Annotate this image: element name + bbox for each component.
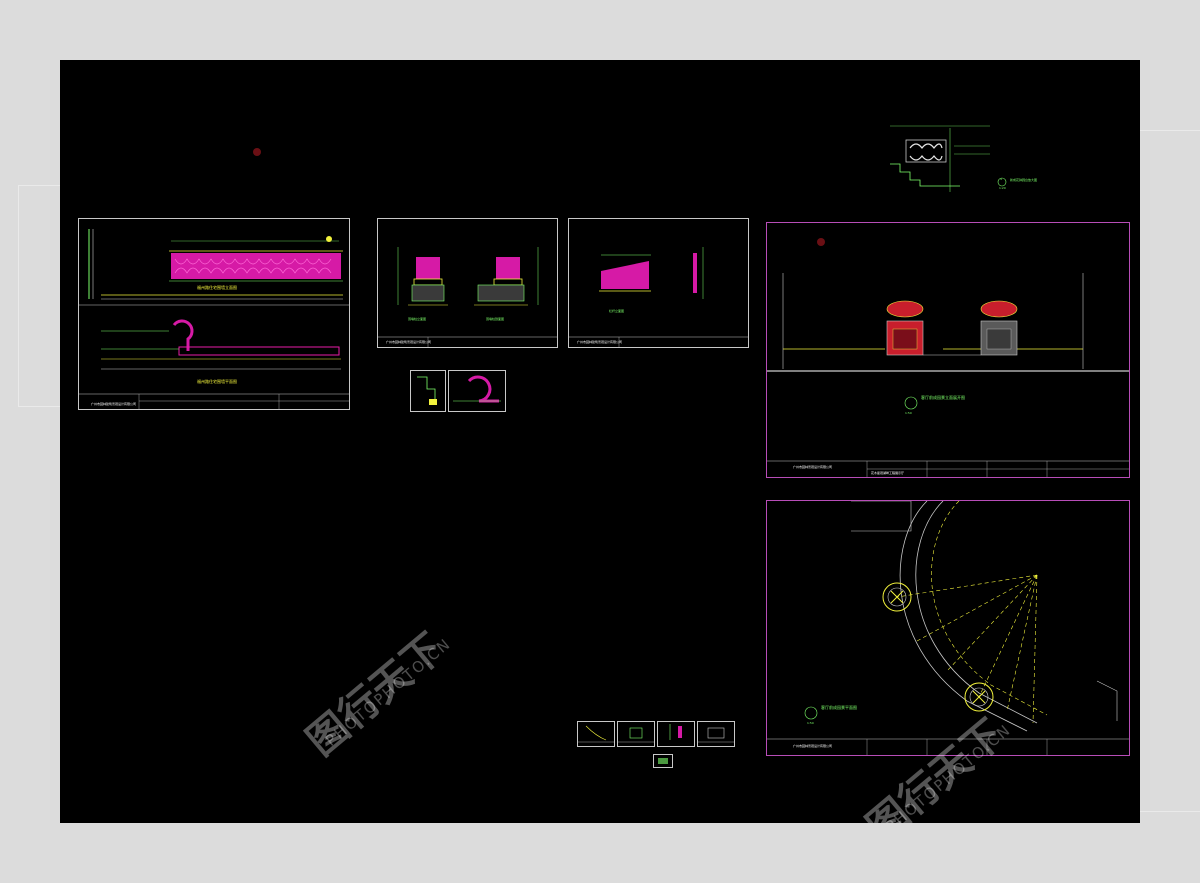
sheet4-company: 广州市园林景观设计有限公司 (793, 465, 833, 469)
sheet1-title-bottom: 福州路住宅围墙平面图 (197, 379, 237, 384)
sheet4-scale: 1:50 (905, 411, 912, 415)
layout-thumbnail-3[interactable] (657, 721, 695, 747)
sheet-living-room-plan[interactable]: 客厅前成园景平面图 1:50 广州市园林景观设计有限公司 (766, 500, 1130, 756)
detail-top-number: 4 (1000, 177, 1002, 181)
cad-drawing-canvas[interactable]: 福州路住宅围墙立面图 福州路住宅围墙平面图 广州市园林建筑景观设计有限公司 围墙… (60, 60, 1140, 823)
sheet2-drawing (378, 247, 557, 347)
sheet2-title-right: 围墙柱剖面图 (486, 317, 505, 321)
layout-thumbnail-2[interactable] (617, 721, 655, 747)
sheet-living-room-elevation[interactable]: 客厅前成园景立面展开图 1:50 广州市园林景观设计有限公司 花木星观湖畔工程展… (766, 222, 1130, 478)
detail-thumbnail-1[interactable] (410, 370, 446, 412)
detail-top-drawing (890, 125, 1007, 192)
sheet3-title: 栏杆立面图 (609, 309, 625, 313)
sheet2-company: 广州市园林建筑景观设计有限公司 (386, 340, 432, 344)
red-mark-1 (253, 148, 261, 156)
red-mark-2 (817, 238, 825, 246)
sheet5-scale: 1:50 (807, 721, 814, 725)
sheet1-drawing (79, 229, 349, 409)
sheet3-company: 广州市园林建筑景观设计有限公司 (577, 340, 623, 344)
sheet5-company: 广州市园林景观设计有限公司 (793, 744, 833, 748)
layout-thumbnail-1[interactable] (577, 721, 615, 747)
detail-thumbnail-2[interactable] (448, 370, 506, 412)
detail-top-scale: 1:20 (999, 186, 1006, 190)
background-drawing-left (18, 185, 64, 407)
sheet2-title-left: 围墙柱立面图 (408, 317, 427, 321)
sheet5-drawing (767, 501, 1129, 755)
sheet-railing-elevation[interactable]: 栏杆立面图 广州市园林建筑景观设计有限公司 (568, 218, 749, 348)
sheet4-title: 客厅前成园景立面展开图 (921, 395, 965, 400)
layout-thumbnail-5[interactable] (653, 754, 673, 768)
sheet-pillar-elevation[interactable]: 围墙柱立面图 围墙柱剖面图 广州市园林建筑景观设计有限公司 (377, 218, 558, 348)
sheet-wall-elevation[interactable]: 福州路住宅围墙立面图 福州路住宅围墙平面图 广州市园林建筑景观设计有限公司 (78, 218, 350, 410)
sheet5-title: 客厅前成园景平面图 (821, 705, 857, 710)
detail-top-title: 新成花钵圆台放大图 (1010, 178, 1038, 182)
background-drawing-right (1138, 130, 1200, 812)
sheet1-title-top: 福州路住宅围墙立面图 (197, 285, 237, 290)
layout-thumbnail-4[interactable] (697, 721, 735, 747)
detail-flowerpot-section[interactable]: 4 新成花钵圆台放大图 1:20 (870, 118, 1037, 206)
sheet4-drawing (767, 273, 1129, 477)
sheet3-drawing (569, 247, 748, 347)
sheet4-project: 花木星观湖畔工程展示厅 (871, 471, 905, 475)
sheet1-company: 广州市园林建筑景观设计有限公司 (91, 402, 137, 406)
